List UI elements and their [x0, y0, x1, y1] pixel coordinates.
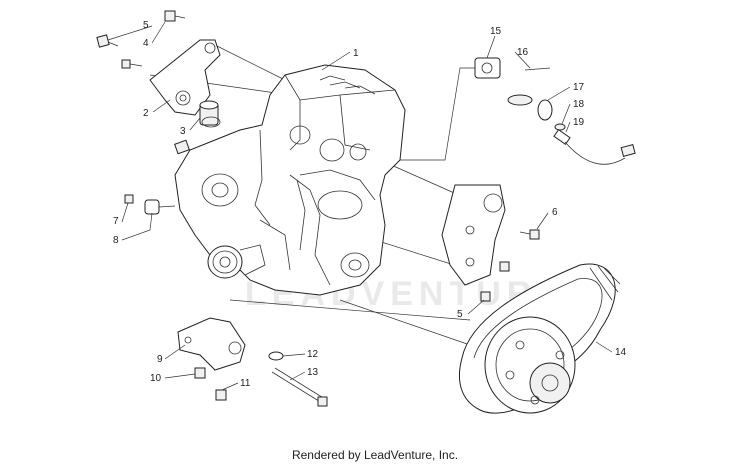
callout-2: 2 — [143, 108, 149, 119]
callout-11: 11 — [240, 378, 251, 389]
callout-3: 3 — [180, 126, 186, 137]
callout-16: 16 — [517, 47, 529, 58]
clutch-and-belt — [459, 263, 621, 414]
callout-13: 13 — [307, 367, 319, 378]
callout-14: 14 — [615, 347, 627, 358]
engine-assembly — [174, 64, 406, 296]
callout-10: 10 — [150, 373, 162, 384]
callout-12: 12 — [307, 349, 319, 360]
callout-7: 7 — [113, 216, 119, 227]
mount-plate — [441, 184, 540, 302]
callout-labels: 1 2 3 4 5 6 7 8 9 10 11 12 13 14 15 16 1… — [113, 20, 627, 389]
bolts-top — [96, 10, 186, 69]
callout-19: 19 — [573, 117, 585, 128]
callout-17: 17 — [573, 82, 585, 93]
callout-5-top: 5 — [143, 20, 149, 31]
callout-9: 9 — [157, 354, 163, 365]
footer-credit: Rendered by LeadVenture, Inc. — [291, 448, 459, 462]
callout-5-lower: 5 — [457, 309, 463, 320]
sensor-assembly — [474, 57, 636, 165]
callout-4: 4 — [143, 38, 149, 49]
lower-mount — [177, 317, 328, 407]
bushing — [199, 100, 221, 128]
fitting-7-8 — [124, 194, 176, 215]
callout-1: 1 — [353, 48, 359, 59]
callout-6: 6 — [552, 207, 558, 218]
callout-18: 18 — [573, 99, 585, 110]
engine-bracket — [149, 39, 221, 116]
callout-8: 8 — [113, 235, 119, 246]
callout-leaders — [107, 21, 613, 391]
callout-15: 15 — [490, 26, 502, 37]
